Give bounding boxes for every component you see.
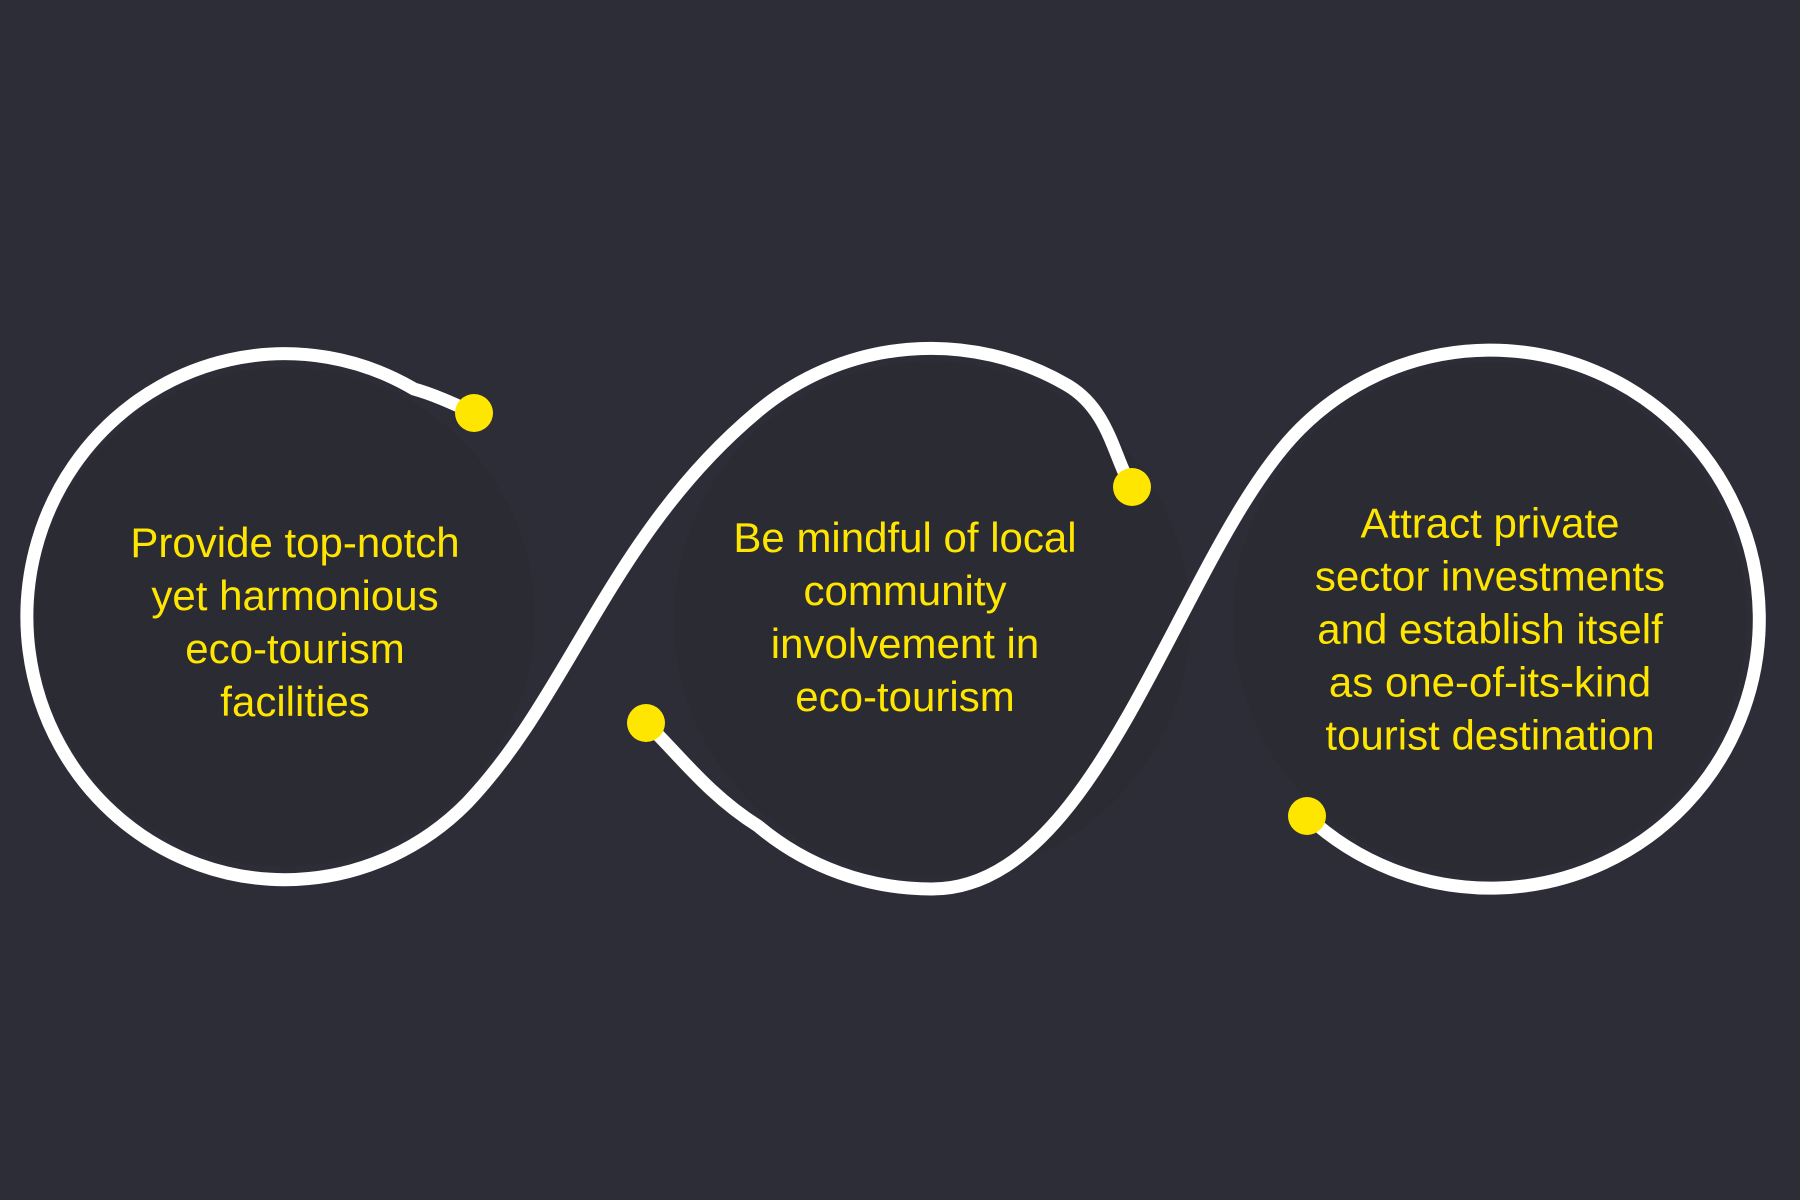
ribbon-segment-2 — [639, 343, 1766, 896]
loop-2-line-4: eco-tourism — [795, 673, 1015, 720]
ribbon-endpoint-dots — [455, 394, 1326, 835]
loop-1-line-3: eco-tourism — [185, 625, 405, 672]
loop-2-interior — [674, 361, 1190, 877]
loop-3-line-2: sector investments — [1314, 552, 1666, 600]
loop-3-line-1: Attract private — [1360, 499, 1620, 547]
loop-1-end-dot — [455, 394, 493, 432]
loop-2-line-3: involvement in — [770, 620, 1040, 667]
loop-3-end-dot — [1288, 797, 1326, 835]
loop-1-text: Provide top-notch yet harmonious eco-tou… — [130, 516, 459, 728]
ribbon-segment-1 — [20, 341, 1139, 887]
loop-2-start-dot — [627, 704, 665, 742]
loop-2-end-dot — [1113, 468, 1151, 506]
loop-3-interior — [1233, 362, 1747, 876]
loop-2-line-1: Be mindful of local — [733, 514, 1077, 561]
loop-2-line-2: community — [803, 567, 1007, 614]
loop-1-line-4: facilities — [220, 678, 370, 725]
loop-3-line-5: tourist destination — [1325, 711, 1655, 759]
loop-2-text: Be mindful of local community involvemen… — [733, 511, 1076, 723]
loop-1-line-1: Provide top-notch — [130, 519, 460, 566]
loop-1-line-2: yet harmonious — [151, 572, 439, 619]
loop-3-line-4: as one-of-its-kind — [1328, 658, 1652, 706]
loop-3-line-3: and establish itself — [1317, 605, 1663, 653]
loop-interior-shading — [35, 361, 1747, 877]
loop-3-text: Attract private sector investments and e… — [1315, 497, 1665, 762]
loop-1-interior — [35, 367, 535, 867]
